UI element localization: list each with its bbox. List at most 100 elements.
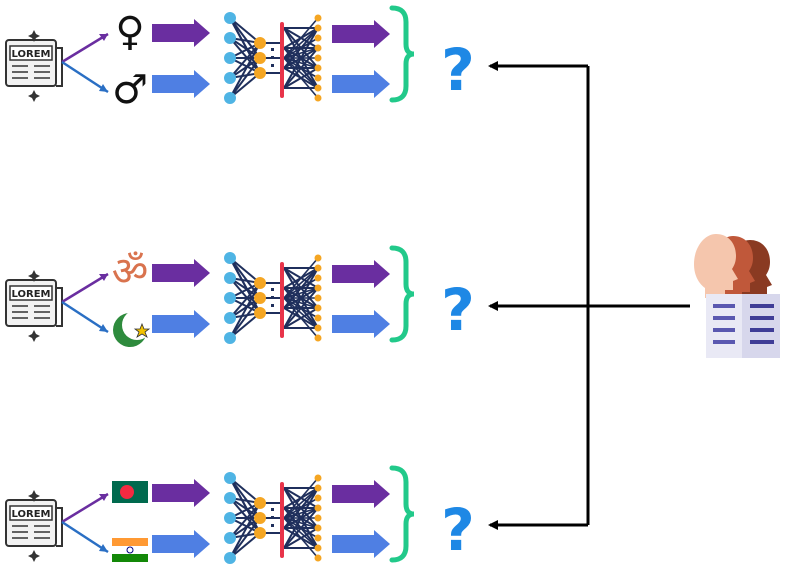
neural-network-icon — [224, 252, 322, 344]
hidden-node — [254, 497, 266, 509]
output-node — [314, 524, 322, 532]
network-bar — [280, 482, 284, 558]
output-node — [314, 304, 322, 312]
split-arrow-lower — [61, 60, 109, 94]
output-node — [314, 494, 322, 502]
om-symbol-icon: ॐ — [112, 249, 148, 295]
bangladesh-flag-icon — [112, 481, 148, 503]
output-node — [314, 544, 322, 552]
newspaper-label: LOREM — [12, 289, 51, 300]
output-node — [314, 474, 322, 482]
green-brace — [389, 465, 415, 563]
output-node — [314, 44, 322, 52]
output-node — [314, 264, 322, 272]
svg-text:♀: ♀ — [115, 9, 144, 55]
neural-network-icon — [224, 12, 322, 104]
row-religion: LOREM ॐ? — [5, 245, 475, 347]
input-node — [224, 272, 236, 284]
male-sign-icon: ♂ — [112, 67, 148, 113]
newspaper-icon: LOREM — [5, 30, 63, 102]
split-arrow-upper — [61, 272, 109, 304]
human-annotators-icon — [694, 234, 780, 358]
hidden-node — [254, 37, 266, 49]
output-arrow-group-b — [332, 310, 390, 338]
output-arrow-group-a — [332, 20, 390, 48]
newspaper-label: LOREM — [12, 49, 51, 60]
output-node — [314, 284, 322, 292]
input-arrow-group-a — [152, 479, 210, 507]
female-sign-icon: ♀ — [115, 9, 144, 55]
input-node — [224, 472, 236, 484]
hidden-node — [254, 512, 266, 524]
sparkle-icon — [28, 90, 40, 102]
output-node — [314, 54, 322, 62]
input-node — [224, 312, 236, 324]
input-node — [224, 552, 236, 564]
row-gender: LOREM ♀ ♂? — [5, 5, 475, 113]
output-node — [314, 64, 322, 72]
split-arrow-lower — [61, 520, 109, 554]
output-node — [314, 294, 322, 302]
output-node — [314, 554, 322, 562]
green-brace — [389, 5, 415, 103]
split-arrow-lower — [61, 300, 109, 334]
input-node — [224, 32, 236, 44]
row-nationality: LOREM? — [5, 465, 475, 564]
split-arrow-upper — [61, 492, 109, 524]
svg-text:♂: ♂ — [112, 67, 148, 113]
newspaper-icon: LOREM — [5, 270, 63, 342]
output-arrow-group-b — [332, 70, 390, 98]
input-node — [224, 72, 236, 84]
output-node — [314, 324, 322, 332]
crescent-star-icon — [113, 310, 152, 347]
green-brace — [389, 245, 415, 343]
annotator-connectors — [488, 61, 690, 530]
hidden-node — [254, 67, 266, 79]
question-mark-icon: ? — [441, 496, 475, 564]
input-node — [224, 52, 236, 64]
sparkle-icon — [28, 270, 40, 282]
input-node — [224, 92, 236, 104]
hidden-node — [254, 527, 266, 539]
svg-text:ॐ: ॐ — [112, 249, 148, 295]
output-node — [314, 94, 322, 102]
input-arrow-group-a — [152, 259, 210, 287]
output-node — [314, 484, 322, 492]
output-node — [314, 314, 322, 322]
input-node — [224, 332, 236, 344]
sparkle-icon — [28, 30, 40, 42]
hidden-node — [254, 52, 266, 64]
input-arrow-group-b — [152, 310, 210, 338]
output-node — [314, 274, 322, 282]
question-mark-icon: ? — [441, 276, 475, 344]
output-arrow-group-b — [332, 530, 390, 558]
question-mark-icon: ? — [441, 36, 475, 104]
sparkle-icon — [28, 550, 40, 562]
output-node — [314, 534, 322, 542]
network-bar — [280, 262, 284, 338]
sparkle-icon — [28, 490, 40, 502]
output-arrow-group-a — [332, 480, 390, 508]
input-arrow-group-a — [152, 19, 210, 47]
hidden-node — [254, 277, 266, 289]
input-node — [224, 292, 236, 304]
output-node — [314, 24, 322, 32]
output-node — [314, 74, 322, 82]
output-node — [314, 34, 322, 42]
output-node — [314, 514, 322, 522]
output-arrow-group-a — [332, 260, 390, 288]
split-arrow-upper — [61, 32, 109, 64]
output-node — [314, 254, 322, 262]
input-node — [224, 12, 236, 24]
sparkle-icon — [28, 330, 40, 342]
input-node — [224, 252, 236, 264]
input-node — [224, 512, 236, 524]
output-node — [314, 14, 322, 22]
network-bar — [280, 22, 284, 98]
input-node — [224, 532, 236, 544]
hidden-node — [254, 307, 266, 319]
output-node — [314, 504, 322, 512]
newspaper-icon: LOREM — [5, 490, 63, 562]
